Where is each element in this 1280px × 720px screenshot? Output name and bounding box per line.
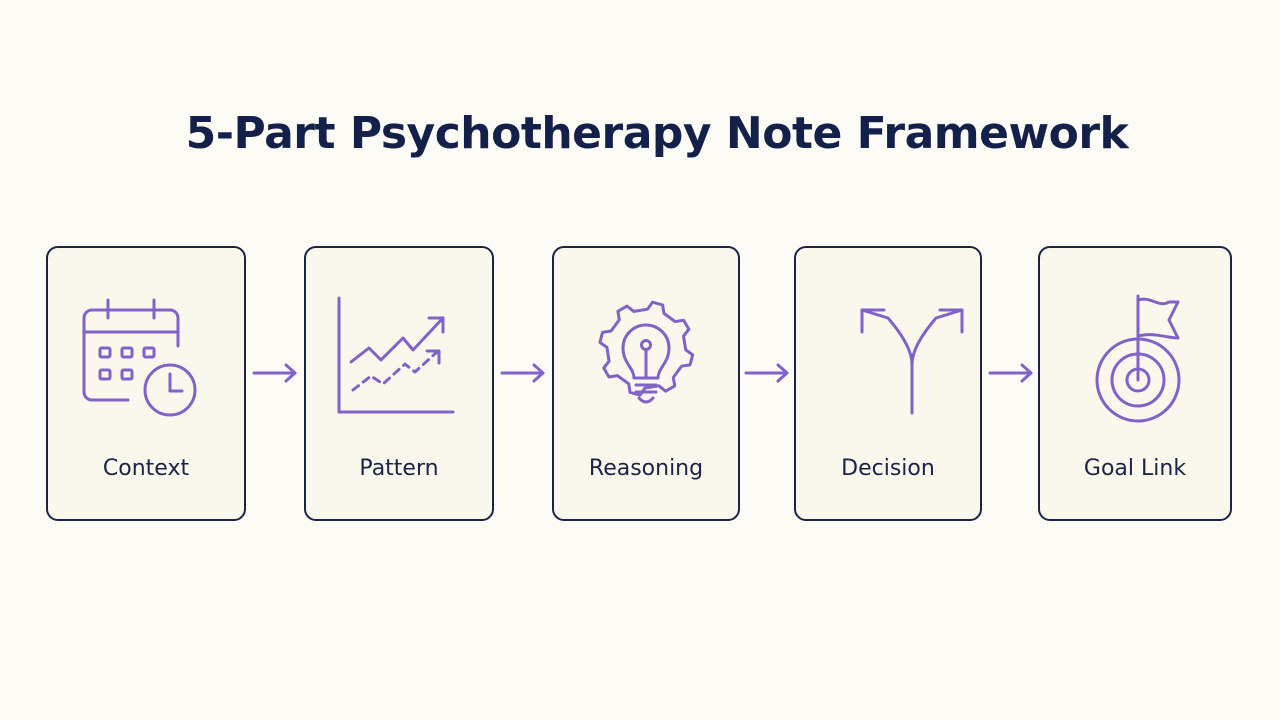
step-card-goal-link: Goal Link	[1038, 246, 1232, 521]
step-label: Decision	[841, 456, 935, 481]
step-card-reasoning: Reasoning	[552, 246, 740, 521]
step-card-pattern: Pattern	[304, 246, 494, 521]
flow-arrow-icon	[498, 358, 548, 388]
flow-arrow-icon	[250, 358, 300, 388]
step-label: Goal Link	[1083, 456, 1187, 481]
calendar-clock-icon	[76, 294, 216, 424]
step-label: Pattern	[359, 456, 439, 481]
fork-arrows-icon	[818, 294, 964, 424]
step-label: Context	[102, 456, 190, 481]
step-label: Reasoning	[588, 456, 704, 481]
page-title: 5-Part Psychotherapy Note Framework	[185, 108, 1129, 159]
flow-arrow-icon	[986, 358, 1036, 388]
target-flag-icon	[1065, 294, 1205, 424]
lightbulb-gear-icon	[576, 294, 716, 424]
step-card-context: Context	[46, 246, 246, 521]
step-card-decision: Decision	[794, 246, 982, 521]
flow-arrow-icon	[742, 358, 792, 388]
trend-chart-icon	[329, 294, 469, 424]
